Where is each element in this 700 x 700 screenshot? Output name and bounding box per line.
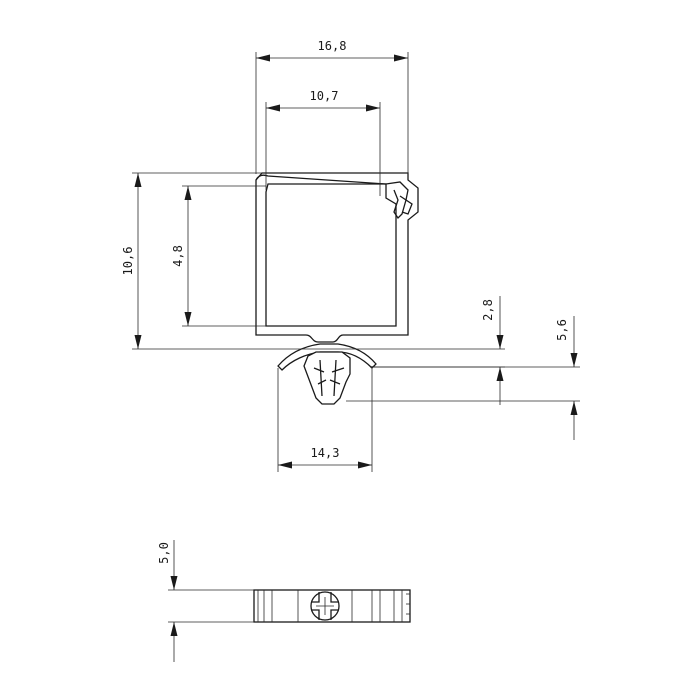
profile-front-view	[255, 172, 419, 343]
dim-label-inner-width: 10,7	[310, 89, 339, 103]
dimension-inner-height: 4,8	[171, 185, 266, 327]
clip-front-view	[277, 343, 377, 405]
profile-top-lip	[255, 174, 387, 185]
top-view-clip-cross	[310, 591, 340, 621]
dim-label-inner-height: 4,8	[171, 245, 185, 267]
dim-label-bottom-thickness: 5,0	[157, 542, 171, 564]
dim-label-top-width: 16,8	[318, 39, 347, 53]
dim-label-clip-width: 14,3	[311, 446, 340, 460]
dimension-top-width: 16,8	[255, 39, 409, 174]
profile-inner-wall	[265, 183, 397, 327]
dim-label-wall-gap: 2,8	[481, 299, 495, 321]
clip-slot	[313, 359, 345, 397]
top-view-outline	[253, 589, 411, 623]
clip-body	[303, 351, 351, 405]
dimension-wall-gap: 2,8	[370, 296, 505, 405]
dimension-clip-width: 14,3	[277, 366, 373, 472]
dimension-total-height: 10,6	[121, 172, 505, 350]
profile-top-view	[253, 589, 411, 623]
dimension-clip-height: 5,6	[346, 316, 580, 440]
dim-label-total-height: 10,6	[121, 247, 135, 276]
profile-snap-latch	[385, 181, 409, 220]
dimension-bottom-thickness: 5,0	[157, 540, 254, 662]
dim-label-clip-height: 5,6	[555, 319, 569, 341]
profile-snap-hook	[399, 195, 413, 215]
profile-outer-wall	[255, 172, 419, 343]
dimension-inner-width: 10,7	[265, 89, 381, 196]
